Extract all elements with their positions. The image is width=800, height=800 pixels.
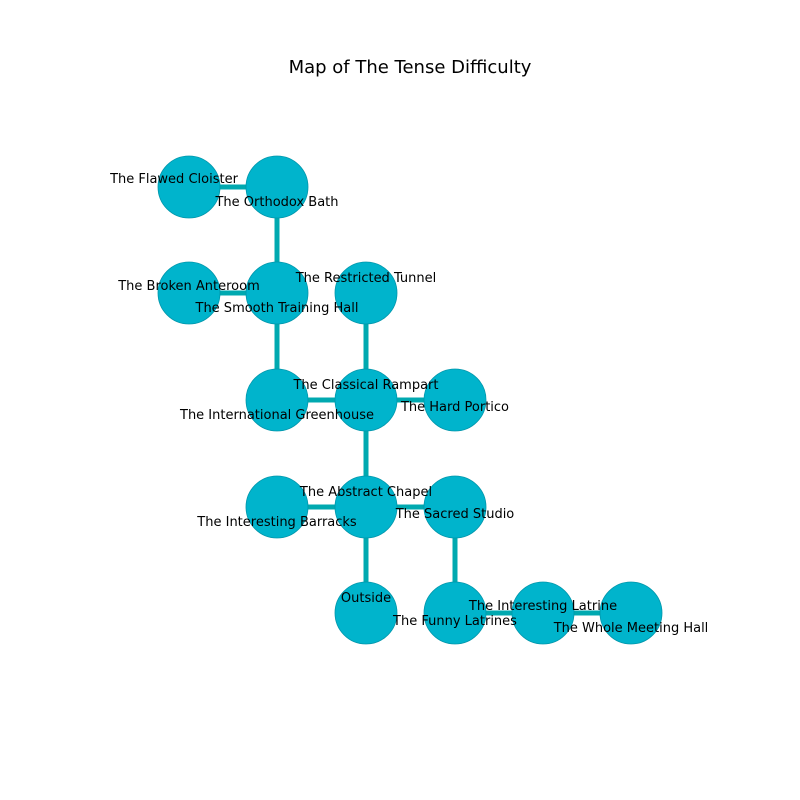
room-label-interesting-latrine: The Interesting Latrine <box>468 599 617 614</box>
room-label-abstract-chapel: The Abstract Chapel <box>299 485 432 500</box>
room-label-orthodox-bath: The Orthodox Bath <box>214 195 338 210</box>
room-label-funny-latrines: The Funny Latrines <box>392 614 517 629</box>
room-node-classical-rampart <box>334 368 398 432</box>
room-node-restricted-tunnel <box>334 261 398 325</box>
room-label-international-greenhouse: The International Greenhouse <box>179 408 374 423</box>
room-label-restricted-tunnel: The Restricted Tunnel <box>295 271 437 286</box>
room-node-interesting-latrine <box>511 581 575 645</box>
room-node-flawed-cloister <box>157 155 221 219</box>
room-node-abstract-chapel <box>334 475 398 539</box>
room-node-sacred-studio <box>423 475 487 539</box>
rooms-layer <box>157 155 663 645</box>
room-label-whole-meeting-hall: The Whole Meeting Hall <box>553 621 709 636</box>
room-label-broken-anteroom: The Broken Anteroom <box>117 279 260 294</box>
room-node-hard-portico <box>423 368 487 432</box>
map-title: Map of The Tense Difficulty <box>289 57 532 78</box>
room-label-hard-portico: The Hard Portico <box>400 400 509 415</box>
room-node-whole-meeting-hall <box>599 581 663 645</box>
room-label-smooth-training-hall: The Smooth Training Hall <box>195 301 359 316</box>
room-node-outside <box>334 581 398 645</box>
room-label-outside: Outside <box>341 591 391 606</box>
room-label-classical-rampart: The Classical Rampart <box>292 378 438 393</box>
room-label-flawed-cloister: The Flawed Cloister <box>109 172 239 187</box>
room-label-interesting-barracks: The Interesting Barracks <box>196 515 357 530</box>
room-node-orthodox-bath <box>245 155 309 219</box>
room-node-funny-latrines <box>423 581 487 645</box>
room-label-sacred-studio: The Sacred Studio <box>395 507 515 522</box>
room-node-interesting-barracks <box>245 475 309 539</box>
room-node-smooth-training-hall <box>245 261 309 325</box>
room-node-broken-anteroom <box>157 261 221 325</box>
room-node-international-greenhouse <box>245 368 309 432</box>
